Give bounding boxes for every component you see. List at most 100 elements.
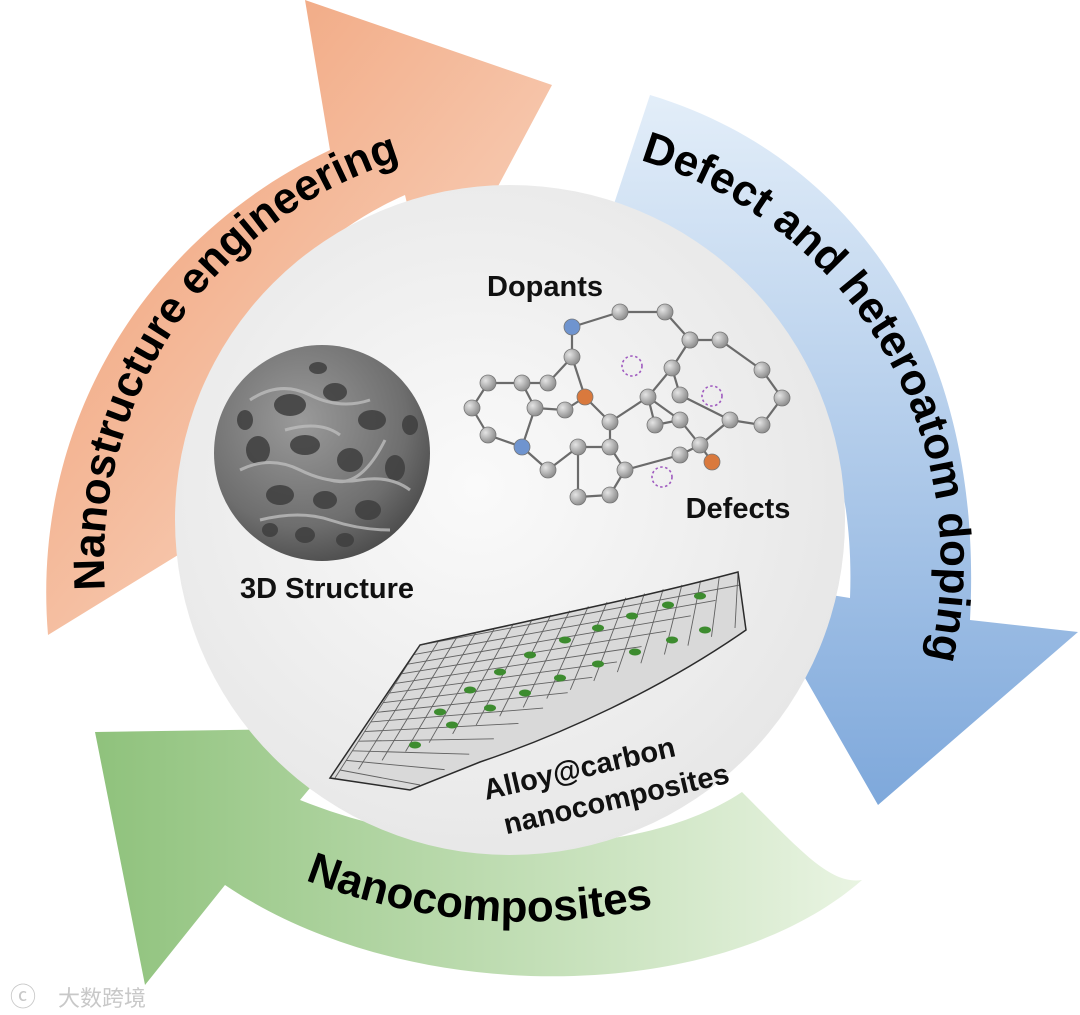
carbon-atom	[773, 389, 791, 407]
mesh-line	[569, 601, 608, 690]
doped-graphene-lattice	[463, 303, 791, 506]
alloy-particle	[554, 674, 566, 682]
mesh-line	[370, 707, 544, 723]
porous-sphere	[214, 345, 430, 561]
alloy-particle	[494, 668, 506, 676]
oxygen-dopant-atom	[576, 388, 594, 406]
carbon-atom	[656, 303, 674, 321]
alloy-particle	[559, 636, 571, 644]
alloy-particle	[484, 704, 496, 712]
defects-label: Defects	[686, 493, 791, 525]
carbon-atom	[611, 303, 629, 321]
carbon-atom	[601, 486, 619, 504]
carbon-atom	[526, 399, 544, 417]
carbon-atom	[671, 386, 689, 404]
carbon-sheet-mesh	[334, 571, 741, 786]
carbon-atom	[539, 374, 557, 392]
nanocomposites-arrow: Nanocomposites	[95, 728, 862, 985]
alloy-particle	[694, 592, 706, 600]
carbon-atom	[721, 411, 739, 429]
alloy-particle	[434, 708, 446, 716]
alloy-particles	[409, 592, 711, 749]
alloy-particle	[629, 648, 641, 656]
alloy-particle	[592, 660, 604, 668]
mesh-line	[395, 646, 642, 684]
alloy-particle	[464, 686, 476, 694]
mesh-line	[389, 661, 617, 694]
carbon-atom	[616, 461, 634, 479]
carbon-atom	[646, 416, 664, 434]
carbon-atom	[479, 426, 497, 444]
mesh-line	[352, 750, 470, 755]
alloy-particle	[666, 636, 678, 644]
nanostructure-arrow-shape	[46, 0, 553, 635]
watermark: ⓒ 大数跨境	[10, 983, 146, 1013]
carbon-atom	[753, 416, 771, 434]
mesh-line	[334, 644, 421, 779]
carbon-atom	[513, 374, 531, 392]
carbon-atom	[569, 438, 587, 456]
alloy-particle	[409, 741, 421, 749]
alloy-particle	[592, 624, 604, 632]
mesh-line	[383, 676, 593, 704]
carbon-atom	[601, 438, 619, 456]
alloy-particle	[519, 689, 531, 697]
carbon-atom	[569, 488, 587, 506]
carbon-atom	[663, 359, 681, 377]
mesh-line	[640, 589, 664, 664]
alloy-particle	[699, 626, 711, 634]
alloy-particle	[446, 721, 458, 729]
carbon-atom	[671, 446, 689, 464]
dopants-label: Dopants	[487, 271, 603, 303]
carbon-atom	[556, 401, 574, 419]
mesh-line	[405, 631, 477, 752]
mesh-line	[546, 606, 589, 699]
mesh-line	[407, 615, 691, 665]
carbon-atom	[539, 461, 557, 479]
carbon-atom	[691, 436, 709, 454]
mesh-line	[413, 599, 716, 656]
mesh-line	[419, 584, 741, 646]
lattice-bond	[679, 394, 731, 421]
lattice-bond	[624, 453, 681, 472]
lattice-bond	[719, 339, 763, 371]
mesh-line	[358, 640, 440, 770]
nitrogen-dopant-atom	[563, 318, 581, 336]
nanocomposite-sheet	[328, 571, 747, 791]
carbon-atom	[753, 361, 771, 379]
mesh-line	[499, 614, 552, 717]
mesh-line	[734, 571, 739, 629]
watermark-logo-icon: ⓒ	[10, 983, 36, 1013]
mesh-line	[452, 623, 514, 735]
mesh-line	[358, 738, 494, 742]
alloy-particle	[662, 601, 674, 609]
mesh-line	[522, 610, 571, 708]
nanocomposites-arrow-shape	[95, 728, 862, 985]
defect-vacancy-icon	[651, 466, 673, 488]
mesh-line	[428, 627, 496, 743]
watermark-text: 大数跨境	[58, 987, 146, 1012]
nitrogen-dopant-atom	[513, 438, 531, 456]
mesh-line	[663, 584, 683, 655]
structure-label: 3D Structure	[240, 573, 414, 605]
alloy-particle	[626, 612, 638, 620]
mesh-line	[687, 580, 702, 646]
carbon-atom	[463, 399, 481, 417]
oxygen-dopant-atom	[703, 453, 721, 471]
defect-sites	[621, 355, 723, 488]
carbon-sheet	[328, 571, 747, 791]
defect-vacancy-icon	[621, 355, 643, 377]
carbon-atom	[671, 411, 689, 429]
alloy-particle	[524, 651, 536, 659]
mesh-line	[711, 576, 720, 637]
mesh-line	[381, 636, 458, 761]
carbon-atom	[601, 413, 619, 431]
mesh-line	[376, 692, 568, 713]
lattice-atoms	[463, 303, 791, 506]
carbon-atom	[479, 374, 497, 392]
mesh-line	[339, 769, 421, 786]
carbon-atom	[563, 348, 581, 366]
carbon-atom	[639, 388, 657, 406]
carbon-atom	[711, 331, 729, 349]
